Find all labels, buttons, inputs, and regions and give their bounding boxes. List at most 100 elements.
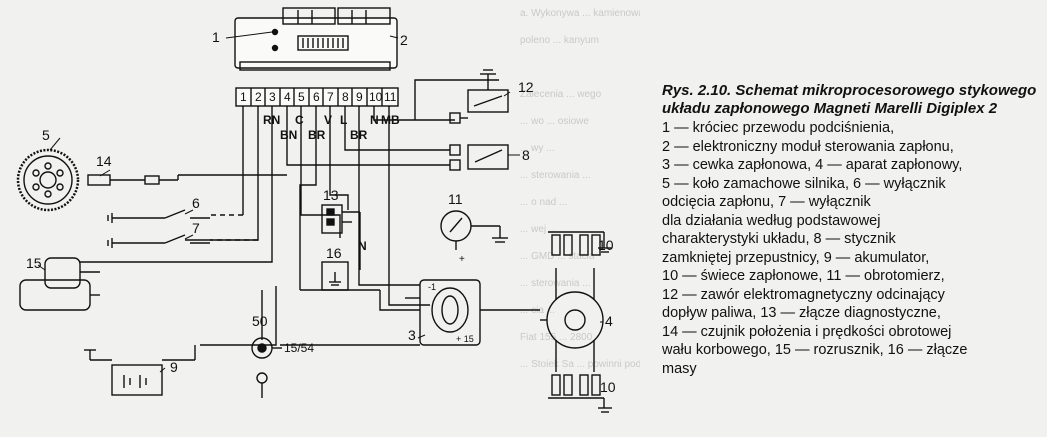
- bleed-line: ... GMD ... stacia: [520, 251, 595, 262]
- callout-10-top: 10: [598, 237, 614, 253]
- switch-cutoff: [107, 209, 210, 223]
- terminal-label: 7: [327, 90, 334, 104]
- caption-line: odcięcia zapłonu, 7 — wyłącznik: [662, 194, 871, 210]
- callout-50: 50: [252, 313, 268, 329]
- callout-14: 14: [96, 153, 112, 169]
- callout-7: 7: [192, 220, 200, 236]
- callout-numbers: 1 2 3 4 5 6 7 8 9 10 10 11 12 13 14 15 1…: [26, 29, 616, 395]
- terminal-label: 4: [284, 90, 291, 104]
- crank-sensor: [87, 174, 287, 186]
- caption-line: 10 — świece zapłonowe, 11 — obrotomierz,: [662, 268, 945, 284]
- wire-code-v: V: [324, 113, 332, 127]
- caption-line: 14 — czujnik położenia i prędkości obrot…: [662, 323, 952, 340]
- terminal-15-54: 15/54: [284, 341, 314, 355]
- wire-harness: [80, 79, 499, 346]
- callout-leaders: [37, 31, 603, 373]
- caption-line: dopływ paliwa, 13 — złącze diagnostyczne…: [662, 305, 941, 321]
- terminal-label: 9: [356, 90, 363, 104]
- wire-code-l: L: [340, 113, 347, 127]
- terminal-label: 8: [342, 90, 349, 104]
- callout-3: 3: [408, 327, 416, 343]
- bleed-line: Zalecenia ... wego: [520, 89, 602, 100]
- terminal-label: 1: [240, 90, 247, 104]
- ecu-module: [234, 7, 398, 71]
- wire-code-rn: RN: [263, 113, 280, 127]
- terminal-numbers: 1 2 3 4 5 6 7 8 9 10 11: [240, 90, 397, 104]
- caption-line: masy: [662, 360, 697, 377]
- bleed-line: ... sterowania ...: [520, 278, 591, 289]
- spark-plugs-top: [548, 231, 612, 256]
- ignition-switch: [251, 337, 282, 398]
- ignition-coil: [405, 279, 540, 346]
- callout-15: 15: [26, 255, 42, 271]
- callout-11: 11: [448, 191, 463, 207]
- bleed-through-text: a. Wykonywa ... kamienowa czesci poleno .…: [520, 0, 640, 437]
- bleed-line: poleno ... kanyum: [520, 35, 599, 46]
- caption-line: 1 — króciec przewodu podciśnienia,: [662, 120, 895, 136]
- throttle-switch: [449, 144, 509, 171]
- wire-code-bn: BN: [280, 128, 297, 142]
- bleed-line: ... Stoiek Sa ... powinni podawac: [520, 359, 640, 370]
- wire-codes: RN C V L N MB BN BR BR N: [263, 113, 400, 253]
- callout-10-bottom: 10: [600, 379, 616, 395]
- battery: [84, 345, 196, 396]
- terminal-label: 2: [255, 90, 262, 104]
- caption-line: 12 — zawór elektromagnetyczny odcinający: [662, 286, 945, 303]
- spark-plugs-bottom: [548, 374, 612, 413]
- terminal-label: 6: [313, 90, 320, 104]
- ground-connector: [321, 261, 349, 291]
- figure-caption: Rys. 2.10. Schemat mikroprocesorowego st…: [662, 82, 1038, 378]
- caption-line: dla działania według podstawowej: [662, 212, 881, 229]
- caption-line: wału korbowego, 15 — rozrusznik, 16 — zł…: [662, 342, 968, 358]
- callout-6: 6: [192, 195, 200, 211]
- callout-4: 4: [605, 313, 613, 329]
- tachometer: [440, 210, 508, 250]
- callout-16: 16: [326, 245, 342, 261]
- callout-9: 9: [170, 359, 178, 375]
- diagnostic-connector: [321, 204, 361, 270]
- caption-line: 5 — koło zamachowe silnika, 6 — wyłączni…: [662, 175, 946, 192]
- starter-motor: [19, 257, 100, 311]
- wire-code-mb: MB: [381, 113, 400, 127]
- terminal-label: 11: [384, 90, 397, 104]
- callout-5: 5: [42, 127, 50, 143]
- bleed-line: a. Wykonywa ... kamienowa czesci: [520, 8, 640, 19]
- wire-code-br: BR: [308, 128, 326, 142]
- wire-code-c: C: [295, 113, 304, 127]
- callout-2: 2: [400, 32, 408, 48]
- callout-8: 8: [522, 147, 530, 163]
- bleed-line: Fiat 155 ... 2800: [520, 332, 593, 343]
- bleed-line: ... wy ...: [520, 143, 555, 154]
- bleed-line: ... sterowania ...: [520, 170, 591, 181]
- switch-wires: [210, 214, 258, 241]
- caption-line: 2 — elektroniczny moduł sterowania zapło…: [662, 138, 954, 155]
- callout-12: 12: [518, 79, 534, 95]
- terminal-label: 10: [369, 90, 383, 104]
- coil-plus: + 15: [456, 334, 474, 344]
- tacho-plus: +: [459, 254, 465, 265]
- wire-code-br: BR: [350, 128, 368, 142]
- terminal-strip: [235, 87, 399, 107]
- fuel-cutoff-valve: [449, 69, 509, 124]
- bleed-line: ... o nad ...: [520, 197, 568, 208]
- wire-code-n: N: [370, 113, 379, 127]
- caption-body: 1 — króciec przewodu podciśnienia, 2 — e…: [662, 119, 1038, 378]
- caption-line: charakterystyki układu, 8 — stycznik: [662, 231, 896, 247]
- terminal-label: 5: [298, 90, 305, 104]
- callout-13: 13: [323, 187, 339, 203]
- bleed-line: ... wo ... osiowe: [520, 116, 589, 127]
- coil-minus: -1: [428, 282, 436, 292]
- caption-title: Rys. 2.10. Schemat mikroprocesorowego st…: [662, 82, 1037, 117]
- callout-1: 1: [212, 29, 220, 45]
- caption-line: 3 — cewka zapłonowa, 4 — aparat zapłonow…: [662, 157, 963, 173]
- flywheel: [16, 148, 80, 212]
- wire-code-n-ground: N: [358, 239, 367, 253]
- bleed-line: ... wej ...: [520, 224, 558, 235]
- switch-basic-characteristic: [107, 234, 210, 248]
- terminal-annotations: 15/54 -1 + 15 +: [284, 254, 474, 355]
- terminal-label: 3: [269, 90, 276, 104]
- distributor: [540, 268, 604, 372]
- caption-line: zamkniętej przepustnicy, 9 — akumulator,: [662, 249, 930, 266]
- wiring-diagram: 1 2 3 4 5 6 7 8 9 10 11 RN C V L N MB BN…: [16, 7, 616, 413]
